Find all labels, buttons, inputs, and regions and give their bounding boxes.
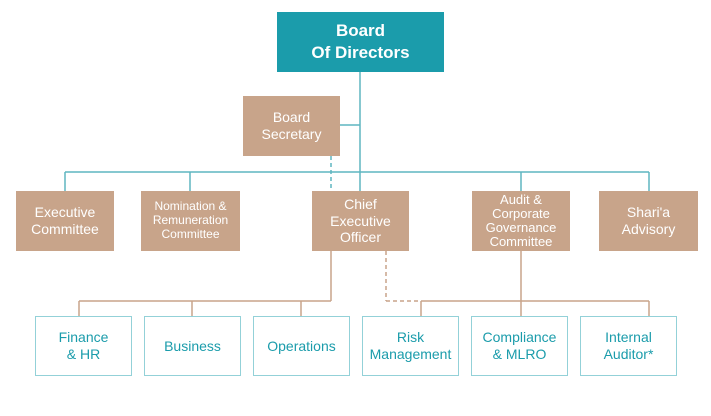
- risk-management-label: Risk Management: [369, 329, 452, 362]
- sharia-advisory-box: Shari'a Advisory: [599, 191, 698, 251]
- business-label: Business: [164, 337, 221, 354]
- audit-corporate-governance-committee-box: Audit & Corporate Governance Committee: [472, 191, 570, 251]
- board-secretary-box: Board Secretary: [243, 96, 340, 156]
- chief-executive-officer-box: Chief Executive Officer: [312, 191, 409, 251]
- compliance-mlro-label: Compliance & MLRO: [482, 329, 557, 362]
- executive-committee-label: Executive Committee: [31, 204, 99, 237]
- board-of-directors-box: Board Of Directors: [277, 12, 444, 72]
- internal-auditor-label: Internal Auditor*: [603, 329, 654, 362]
- internal-auditor-box: Internal Auditor*: [580, 316, 677, 376]
- risk-management-box: Risk Management: [362, 316, 459, 376]
- operations-box: Operations: [253, 316, 350, 376]
- chief-executive-officer-label: Chief Executive Officer: [330, 196, 391, 246]
- board-of-directors-label: Board Of Directors: [311, 20, 410, 62]
- finance-hr-label: Finance & HR: [58, 329, 109, 362]
- nomination-remuneration-committee-label: Nomination & Remuneration Committee: [152, 199, 229, 241]
- audit-corporate-governance-committee-label: Audit & Corporate Governance Committee: [485, 191, 557, 250]
- finance-hr-box: Finance & HR: [35, 316, 132, 376]
- compliance-mlro-box: Compliance & MLRO: [471, 316, 568, 376]
- board-secretary-label: Board Secretary: [261, 109, 322, 142]
- business-box: Business: [144, 316, 241, 376]
- sharia-advisory-label: Shari'a Advisory: [621, 204, 676, 237]
- operations-label: Operations: [267, 337, 336, 354]
- nomination-remuneration-committee-box: Nomination & Remuneration Committee: [141, 191, 240, 251]
- executive-committee-box: Executive Committee: [16, 191, 114, 251]
